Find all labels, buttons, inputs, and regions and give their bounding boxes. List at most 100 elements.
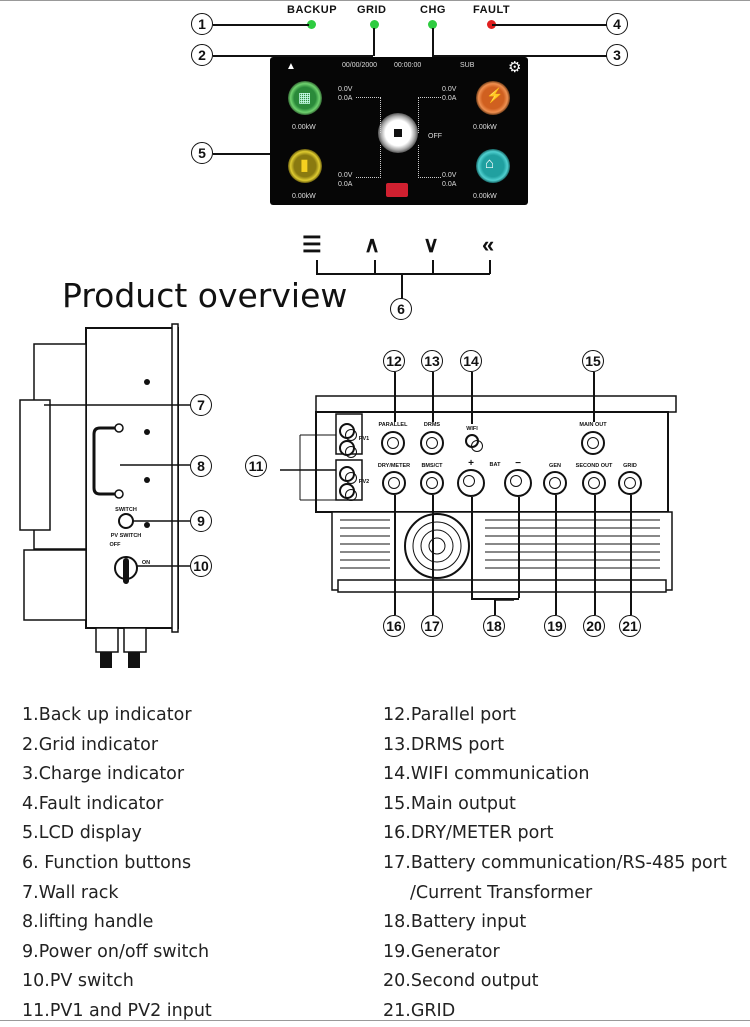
leader-line (432, 372, 434, 422)
legend-item: 12.Parallel port (383, 705, 517, 725)
legend-item: 20.Second output (383, 971, 539, 992)
battery-voltage: 0.0V (338, 172, 353, 179)
battery-power: 0.00kW (292, 193, 316, 200)
bottom-border (0, 1020, 750, 1021)
pv-current: 0.0A (338, 95, 353, 102)
bms-ct-label: BMS/CT (421, 463, 443, 469)
load-current: 0.0A (442, 181, 457, 188)
grid-tower-icon: ⚡ (486, 87, 504, 103)
leader-line (316, 260, 318, 274)
legend-item: 17.Battery communication/RS-485 port (383, 852, 727, 873)
pv1-plus-port (339, 423, 357, 441)
flow-line (418, 97, 441, 133)
up-icon[interactable]: ∧ (364, 232, 381, 257)
legend-right: 12.Parallel port 13.DRMS port 14.WIFI co… (383, 701, 727, 1027)
bottom-view-drawing (280, 395, 677, 601)
gen-label: GEN (549, 463, 561, 469)
bat-minus-label: − (515, 458, 521, 469)
indicator-label-backup: BACKUP (287, 4, 338, 16)
pv-switch-label: PV SWITCH (110, 533, 142, 539)
gear-icon[interactable]: ⚙ (508, 59, 522, 76)
callout-18: 18 (483, 615, 505, 637)
wifi-port (465, 434, 483, 452)
indicator-label-chg: CHG (420, 4, 446, 16)
callout-11: 11 (245, 455, 267, 477)
legend-item: 3.Charge indicator (22, 764, 185, 785)
legend-item: 19.Generator (383, 941, 500, 962)
callout-6: 6 (390, 298, 412, 320)
callout-7: 7 (190, 394, 212, 416)
legend-item: 18.Battery input (383, 912, 527, 933)
battery-icon: ▮ (300, 157, 309, 174)
flow-line (356, 145, 381, 178)
legend-item: 8.lifting handle (22, 912, 154, 933)
bat-label: BAT (489, 462, 501, 468)
grid-port (618, 471, 642, 495)
grid-state: OFF (428, 133, 442, 140)
callout-20: 20 (583, 615, 605, 637)
indicator-label-fault: FAULT (473, 4, 511, 16)
leader-line (471, 497, 473, 598)
leader-line (432, 28, 434, 56)
indicator-label-grid: GRID (357, 4, 387, 16)
load-voltage: 0.0V (442, 172, 457, 179)
grid-node (476, 81, 510, 115)
callout-15: 15 (582, 350, 604, 372)
generator-icon (386, 183, 408, 197)
chg-led (428, 20, 437, 29)
pv2-label: PV2 (358, 479, 370, 485)
callout-5: 5 (191, 142, 213, 164)
flow-line (356, 97, 381, 133)
battery-current: 0.0A (338, 181, 353, 188)
menu-icon[interactable]: ☰ (302, 232, 322, 257)
grid-power: 0.00kW (473, 124, 497, 131)
leader-line (494, 598, 496, 615)
warning-triangle-icon: ▲ (286, 61, 296, 72)
legend-item: 6. Function buttons (22, 852, 192, 873)
leader-line (316, 273, 490, 275)
second-out-label: SECOND OUT (575, 463, 613, 469)
leader-line (593, 372, 595, 422)
callout-1: 1 (191, 13, 213, 35)
leader-line (594, 495, 596, 615)
leader-line (394, 372, 396, 422)
legend-item: 2.Grid indicator (22, 734, 159, 755)
leader-line (555, 495, 557, 615)
leader-line (518, 497, 520, 598)
page-title: Product overview (62, 276, 348, 315)
grid-voltage: 0.0V (442, 86, 457, 93)
leader-line (471, 372, 473, 424)
pv2-plus-port (339, 466, 357, 484)
callout-3: 3 (606, 44, 628, 66)
pv1-label: PV1 (358, 436, 370, 442)
legend-left: 1.Back up indicator 2.Grid indicator 3.C… (22, 701, 212, 1027)
callout-16: 16 (383, 615, 405, 637)
pv-power: 0.00kW (292, 124, 316, 131)
callout-2: 2 (191, 44, 213, 66)
pv2-minus-port (339, 483, 357, 501)
legend-item: 15.Main output (383, 793, 516, 814)
legend-item: 16.DRY/METER port (383, 823, 554, 844)
pv-node (288, 81, 322, 115)
legend-item: 14.WIFI communication (383, 764, 590, 785)
gen-port (543, 471, 567, 495)
down-icon[interactable]: ∨ (423, 232, 440, 257)
battery-node (288, 149, 322, 183)
legend-item: 9.Power on/off switch (22, 941, 210, 962)
callout-14: 14 (460, 350, 482, 372)
drms-label: DRMS (423, 422, 441, 428)
lcd-time: 00:00:00 (394, 62, 422, 69)
leader-line (374, 260, 376, 274)
leader-line (489, 260, 491, 274)
back-icon[interactable]: « (482, 232, 495, 257)
main-out-label: MAIN OUT (579, 422, 607, 428)
top-border (0, 0, 750, 1)
parallel-port (381, 431, 405, 455)
home-node (476, 149, 510, 183)
fault-led (487, 20, 496, 29)
callout-17: 17 (421, 615, 443, 637)
legend-item: 21.GRID (383, 1000, 456, 1021)
wifi-label: WIFI (466, 426, 478, 432)
parallel-label: PARALLEL (378, 422, 408, 428)
load-power: 0.00kW (473, 193, 497, 200)
